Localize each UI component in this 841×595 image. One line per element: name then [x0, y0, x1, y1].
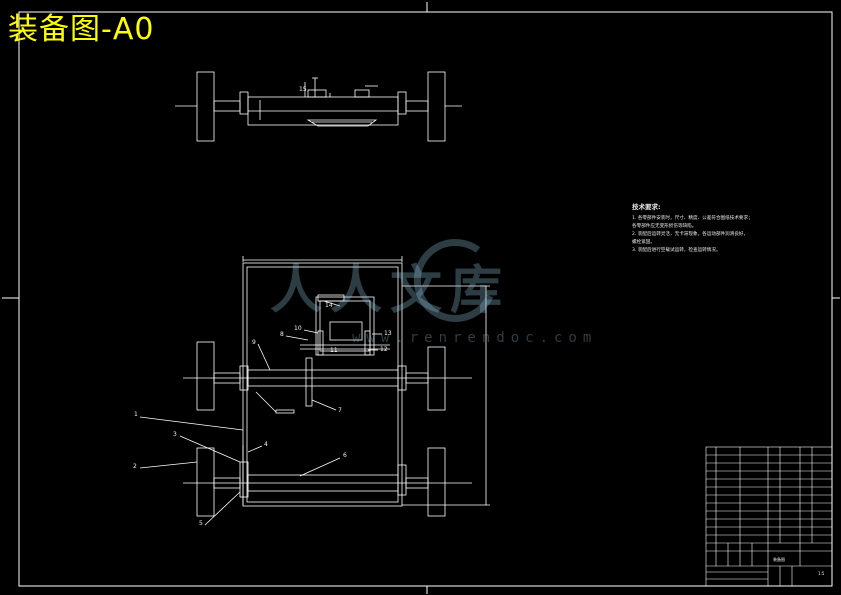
technical-requirement-line: 各零部件应无变形损伤等缺陷。 — [632, 224, 697, 229]
top-view — [175, 71, 462, 142]
watermark-logo-icon — [413, 239, 494, 322]
front-view — [139, 256, 490, 526]
callout-5: 5 — [199, 520, 203, 527]
technical-requirement-line: 螺栓紧固。 — [632, 240, 655, 245]
title-block-drawing-name: 装备图 — [773, 557, 785, 562]
callout-15: 15 — [299, 86, 307, 93]
technical-requirement-line: 2. 装配后运转灵活，无卡滞现象，各运动部件润滑良好， — [632, 232, 749, 237]
callout-6: 6 — [343, 452, 347, 459]
callout-8: 8 — [280, 331, 284, 338]
title-block-scale: 1:5 — [818, 571, 825, 576]
callout-1: 1 — [134, 411, 138, 418]
callout-13: 13 — [384, 330, 392, 337]
callout-11: 11 — [330, 347, 338, 354]
technical-requirement-line: 1. 各零部件安装时，尺寸、精度、公差符合图纸技术要求； — [632, 216, 753, 221]
watermark-url: www.renrendoc.com — [352, 330, 598, 346]
technical-requirement-line: 3. 装配后进行空载试运转，检查运转情况。 — [632, 248, 721, 253]
drawing-title: 装备图-A0 — [8, 12, 155, 47]
title-block — [705, 446, 833, 587]
watermark-text: 人人文库 — [270, 261, 511, 321]
callout-10: 10 — [294, 325, 302, 332]
drawing-border — [18, 11, 833, 587]
callout-14: 14 — [325, 302, 333, 309]
callout-3: 3 — [173, 431, 177, 438]
callout-7: 7 — [338, 407, 342, 414]
callout-9: 9 — [252, 339, 256, 346]
technical-requirements-heading: 技术要求: — [632, 203, 661, 211]
callout-4: 4 — [264, 441, 268, 448]
callout-2: 2 — [133, 463, 137, 470]
technical-requirements: 技术要求: 1. 各零部件安装时，尺寸、精度、公差符合图纸技术要求； 各零部件应… — [632, 203, 772, 255]
callout-12: 12 — [380, 346, 388, 353]
